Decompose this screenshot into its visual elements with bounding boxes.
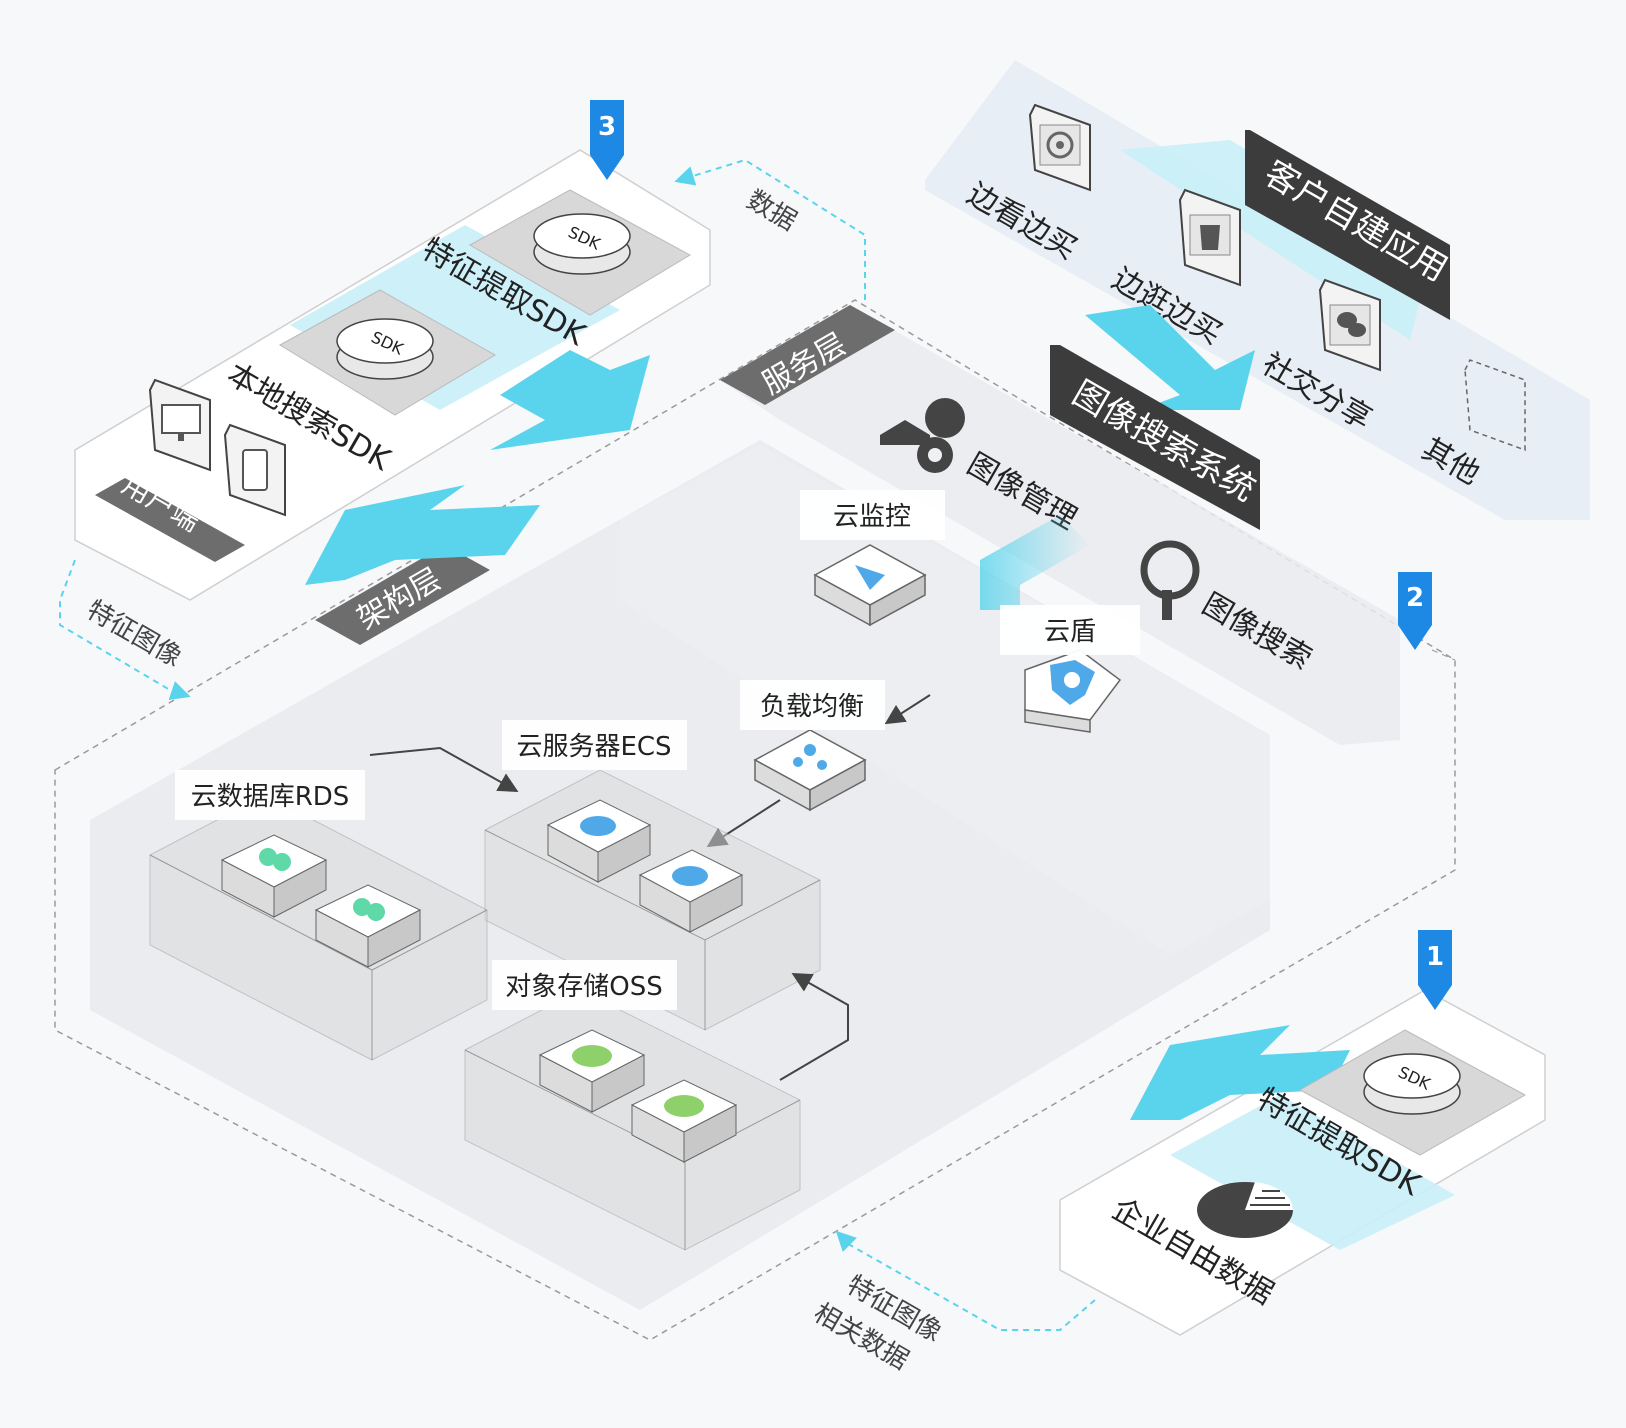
svg-text:1: 1 bbox=[1426, 942, 1444, 972]
ecs-group bbox=[484, 769, 821, 1031]
search-icon bbox=[1140, 540, 1200, 620]
cloud-shield-box bbox=[1024, 649, 1122, 733]
rds-to-ecs-arrow bbox=[369, 746, 519, 792]
data-flow-label: 数据 bbox=[742, 185, 802, 237]
oss-group bbox=[464, 989, 801, 1251]
cloud-monitor-label-box: 云监控 bbox=[800, 490, 945, 540]
oss-to-ecs-arrow bbox=[779, 973, 849, 1081]
feature-image-flow-dashed bbox=[59, 559, 191, 701]
customer-apps-panel bbox=[925, 60, 1590, 520]
ecs-label-box: 云服务器ECS bbox=[502, 720, 687, 770]
svg-text:云监控: 云监控 bbox=[833, 502, 911, 532]
svg-text:云盾: 云盾 bbox=[1044, 617, 1096, 647]
phone-device-icon bbox=[223, 423, 286, 517]
platform-dashed-outline bbox=[54, 299, 1456, 1341]
slb-box bbox=[753, 729, 867, 812]
svg-text:云服务器ECS: 云服务器ECS bbox=[516, 732, 671, 762]
client-local-sdk-disc: SDK bbox=[279, 289, 496, 416]
app-device-watch bbox=[1028, 103, 1091, 192]
monitor-device-icon bbox=[148, 378, 211, 472]
client-feature-sdk-disc: SDK bbox=[468, 189, 692, 316]
svg-text:云数据库RDS: 云数据库RDS bbox=[191, 782, 350, 812]
svg-text:对象存储OSS: 对象存储OSS bbox=[505, 972, 662, 1002]
step-badge-1: 1 bbox=[1418, 930, 1452, 1010]
svg-text:2: 2 bbox=[1406, 583, 1424, 613]
app-device-other bbox=[1464, 359, 1526, 452]
feature-image-label: 特征图像 bbox=[82, 595, 187, 673]
step-badge-2: 2 bbox=[1398, 572, 1432, 650]
step-badge-3: 3 bbox=[590, 100, 624, 180]
enterprise-cyan-strip bbox=[1170, 1095, 1455, 1250]
cloud-shield-label-box: 云盾 bbox=[1000, 605, 1140, 655]
client-to-system-arrow bbox=[490, 350, 650, 450]
system-to-client-arrow bbox=[305, 485, 540, 585]
cloud-monitor-box bbox=[813, 544, 927, 627]
rds-group bbox=[149, 794, 488, 1061]
arch-inner-plate bbox=[620, 445, 1270, 955]
oss-label-box: 对象存储OSS bbox=[492, 960, 677, 1010]
enterprise-to-system-arrow bbox=[1130, 1025, 1350, 1120]
image-mgmt-icon bbox=[880, 398, 965, 473]
shield-to-slb-arrow bbox=[884, 694, 931, 725]
svg-text:3: 3 bbox=[598, 112, 616, 142]
enterprise-sdk-disc: SDK bbox=[1298, 1029, 1527, 1156]
app-device-social bbox=[1318, 278, 1381, 372]
pie-chart-icon bbox=[1197, 1182, 1294, 1238]
app-device-shop bbox=[1178, 188, 1241, 287]
data-flow-dashed bbox=[674, 158, 866, 300]
search-flow-arrow bbox=[980, 515, 1090, 610]
slb-label-box: 负载均衡 bbox=[740, 680, 885, 730]
apps-to-system-arrow bbox=[1085, 305, 1255, 410]
svg-text:负载均衡: 负载均衡 bbox=[760, 692, 864, 722]
rds-label-box: 云数据库RDS bbox=[175, 770, 365, 820]
